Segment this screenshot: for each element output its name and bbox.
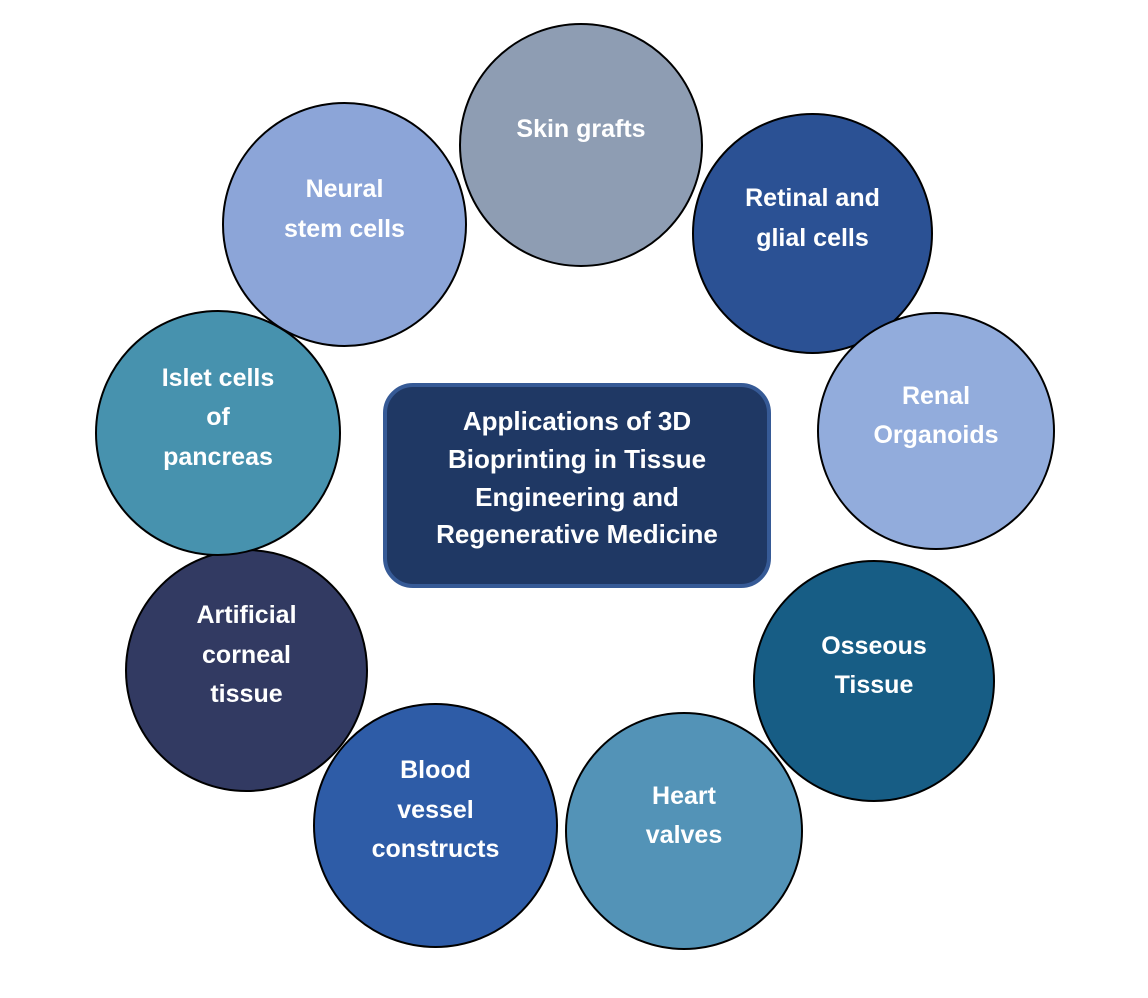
node-renal-organoids: Renal Organoids [817, 312, 1055, 550]
node-label: Skin grafts [516, 115, 646, 144]
node-retinal-and-glial-cells: Retinal and glial cells [692, 113, 933, 354]
node-label: Neural stem cells [284, 175, 405, 243]
node-skin-grafts: Skin grafts [459, 23, 703, 267]
node-neural-stem-cells: Neural stem cells [222, 102, 467, 347]
node-label: Artificial corneal tissue [196, 601, 297, 709]
node-label: Islet cells of pancreas [161, 363, 275, 471]
diagram-title-box: Applications of 3D Bioprinting in Tissue… [383, 383, 771, 588]
node-label: Osseous Tissue [821, 631, 927, 700]
node-label: Retinal and glial cells [745, 184, 880, 252]
node-blood-vessel-constructs: Blood vessel constructs [313, 703, 558, 948]
diagram-title: Applications of 3D Bioprinting in Tissue… [436, 406, 718, 550]
node-artificial-corneal-tissue: Artificial corneal tissue [125, 549, 368, 792]
node-islet-cells-of-pancreas: Islet cells of pancreas [95, 310, 341, 556]
node-label: Heart valves [645, 781, 723, 850]
node-osseous-tissue: Osseous Tissue [753, 560, 995, 802]
node-label: Blood vessel constructs [371, 756, 500, 864]
node-label: Renal Organoids [873, 381, 999, 450]
node-heart-valves: Heart valves [565, 712, 803, 950]
